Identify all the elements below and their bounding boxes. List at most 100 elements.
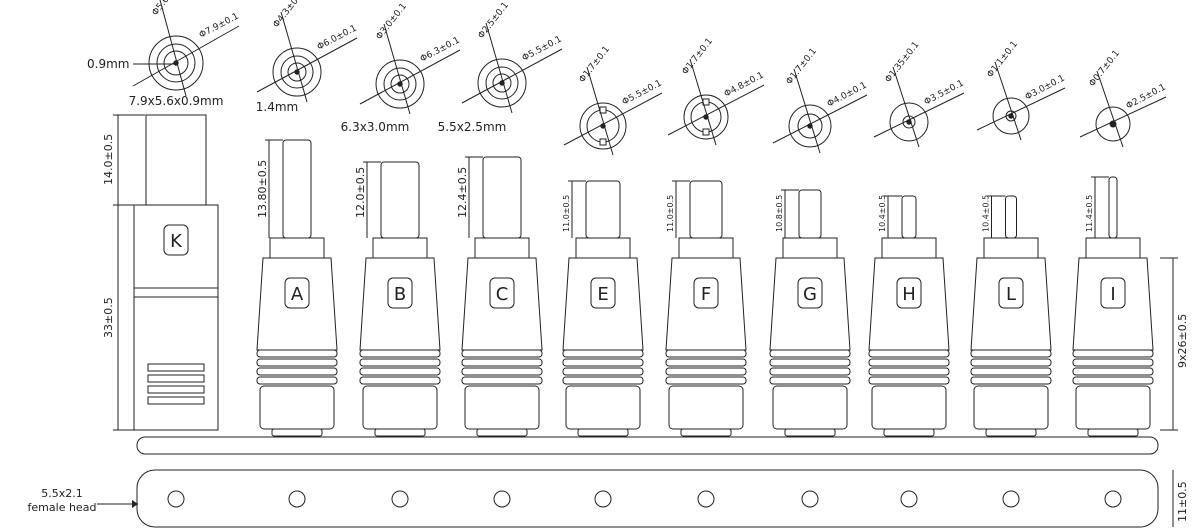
collar bbox=[678, 237, 734, 259]
letter-badge bbox=[387, 277, 413, 309]
plug-letter: B bbox=[394, 284, 406, 305]
plug-foot bbox=[784, 428, 836, 437]
dimension-leader bbox=[793, 68, 821, 154]
collar bbox=[881, 237, 937, 259]
dimension-leader bbox=[1096, 70, 1124, 148]
inner-diameter-label: Φ1.7±0.1 bbox=[680, 37, 715, 77]
inner-diameter-label: Φ0.7±0.1 bbox=[1087, 49, 1122, 89]
tip-barrel bbox=[380, 161, 420, 239]
tip-barrel bbox=[585, 180, 621, 239]
end-view-inner-ring bbox=[797, 113, 823, 139]
end-view-outer-ring bbox=[148, 35, 204, 91]
strip-height-label: 11±0.5 bbox=[1176, 481, 1189, 522]
tip-barrel bbox=[282, 139, 312, 239]
vent-slot bbox=[147, 363, 205, 372]
dimension-leader bbox=[280, 11, 308, 103]
plug-body bbox=[970, 257, 1052, 351]
grip-ring bbox=[868, 376, 950, 385]
end-view-outer-ring bbox=[788, 104, 832, 148]
letter-badge bbox=[998, 277, 1024, 309]
letter-badge bbox=[284, 277, 310, 309]
length-dimension-label: 11.0±0.5 bbox=[562, 195, 571, 232]
letter-badge bbox=[489, 277, 515, 309]
pin-size-label: 0.9mm bbox=[87, 57, 129, 71]
end-view-outer-ring bbox=[992, 97, 1030, 135]
plug-foot bbox=[374, 428, 426, 437]
dimension-leader bbox=[873, 92, 965, 138]
grip-ring bbox=[256, 376, 338, 385]
length-dimension-label: 12.4±0.5 bbox=[456, 167, 469, 218]
end-view-i: Φ0.7±0.1Φ2.5±0.1 bbox=[1079, 49, 1168, 148]
tip-barrel bbox=[689, 180, 723, 239]
plug-letter: K bbox=[170, 231, 183, 252]
length-dimension-label: 12.0±0.5 bbox=[354, 167, 367, 218]
plug-base bbox=[871, 385, 947, 430]
mounting-strip bbox=[136, 469, 1159, 528]
grip-ring bbox=[461, 349, 543, 358]
end-view-c: Φ2.5±0.1Φ5.5±0.1 bbox=[461, 1, 564, 114]
plug-letter: I bbox=[1110, 284, 1115, 305]
plug-size-caption: 5.5x2.5mm bbox=[438, 120, 507, 134]
plug-letter: L bbox=[1006, 284, 1016, 305]
plug-base bbox=[772, 385, 848, 430]
dimension-leader bbox=[586, 66, 614, 156]
k-body-dimension-label: 33±0.5 bbox=[102, 297, 115, 338]
end-view-inner-ring bbox=[1109, 120, 1117, 128]
grip-ring bbox=[868, 358, 950, 367]
end-view-outer-ring bbox=[683, 94, 729, 140]
grip-ring bbox=[359, 358, 441, 367]
plug-foot bbox=[577, 428, 629, 437]
end-view-b: Φ3.0±0.1Φ6.3±0.1 bbox=[359, 2, 462, 115]
tip-barrel bbox=[1108, 176, 1118, 239]
inner-diameter-label: Φ1.1±0.1 bbox=[985, 40, 1020, 80]
collar bbox=[474, 237, 530, 259]
grip-ring bbox=[1072, 376, 1154, 385]
length-dimension-label: 10.4±0.5 bbox=[878, 195, 887, 232]
grip-ring bbox=[562, 349, 644, 358]
end-view-outer-ring bbox=[889, 102, 929, 142]
plug-body bbox=[256, 257, 338, 351]
mounting-hole bbox=[167, 490, 185, 508]
end-view-inner-ring bbox=[156, 43, 196, 83]
grip-ring bbox=[461, 376, 543, 385]
end-view-outer-ring bbox=[1095, 106, 1131, 142]
end-view-pin-ring bbox=[163, 50, 189, 76]
plug-foot bbox=[271, 428, 323, 437]
dimension-leader bbox=[256, 37, 358, 93]
grip-ring bbox=[769, 349, 851, 358]
plug-size-caption: 7.9x5.6x0.9mm bbox=[129, 94, 224, 108]
plug-body bbox=[359, 257, 441, 351]
plug-body bbox=[665, 257, 747, 351]
grip-ring bbox=[970, 349, 1052, 358]
outer-diameter-label: Φ3.0±0.1 bbox=[1024, 74, 1067, 103]
length-dimension-label: 11.0±0.5 bbox=[666, 195, 675, 232]
grip-ring bbox=[665, 358, 747, 367]
dimension-leader bbox=[485, 22, 513, 114]
dimension-leader bbox=[132, 25, 240, 87]
end-view-inner-ring bbox=[485, 66, 519, 100]
dimension-leader bbox=[159, 0, 187, 97]
collar bbox=[575, 237, 631, 259]
letter-badge bbox=[163, 224, 189, 256]
vent-slot bbox=[147, 374, 205, 383]
plug-k: Φ5.6±0.1Φ7.9±0.1K7.9x5.6x0.9mm0.9mm14.0±… bbox=[87, 0, 241, 431]
end-view-g: Φ1.7±0.1Φ4.0±0.1 bbox=[772, 47, 869, 154]
grip-ring bbox=[970, 367, 1052, 376]
vent-slot bbox=[147, 396, 205, 405]
end-view-e: Φ1.7±0.1Φ5.5±0.1 bbox=[563, 45, 664, 156]
end-view-outer-ring bbox=[579, 102, 627, 150]
outer-diameter-label: Φ3.5±0.1 bbox=[923, 79, 966, 108]
inner-diameter-label: Φ3.0±0.1 bbox=[374, 2, 409, 42]
plug-foot bbox=[476, 428, 528, 437]
end-view-outer-ring bbox=[477, 58, 527, 108]
end-view-h: Φ1.35±0.1Φ3.5±0.1 bbox=[873, 40, 966, 148]
plug-letter: E bbox=[597, 284, 608, 305]
side-label-line: 5.5x2.1 bbox=[41, 487, 83, 500]
plug-e: Φ1.7±0.1Φ5.5±0.1E 11.0±0.5 bbox=[562, 45, 664, 437]
plug-base bbox=[973, 385, 1049, 430]
